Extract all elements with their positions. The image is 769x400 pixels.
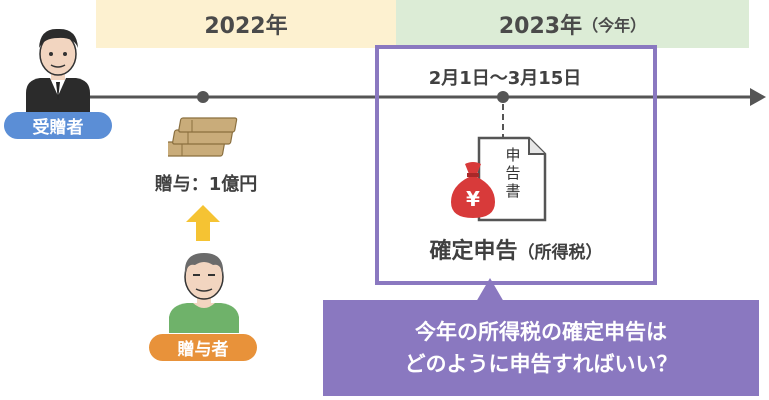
- year-2023-note: （今年）: [582, 16, 647, 35]
- document-char-3: 書: [505, 182, 521, 200]
- filing-title-main: 確定申告: [429, 239, 518, 264]
- elderly-man-icon: [169, 253, 239, 333]
- callout-line-1: 今年の所得税の確定申告は: [415, 320, 667, 344]
- document-char-1: 申: [505, 146, 521, 164]
- gift-amount-label: 贈与：1億円: [154, 174, 258, 195]
- money-bag-symbol: ¥: [466, 187, 480, 211]
- money-stack-icon: [168, 117, 238, 157]
- up-arrow-icon: [186, 205, 220, 241]
- filing-period-label: 2月1日～3月15日: [428, 68, 582, 89]
- callout-line-2: どのように申告すればいい？: [404, 352, 678, 376]
- document-text: 申 告 書: [502, 146, 524, 200]
- callout-pointer: [476, 278, 504, 302]
- filing-frame: [375, 45, 657, 285]
- timeline-arrowhead-icon: [750, 88, 766, 106]
- question-callout: 今年の所得税の確定申告は どのように申告すればいい？: [323, 300, 759, 396]
- year-band-2022: 2022年: [96, 0, 396, 48]
- giver-label-pill: 贈与者: [149, 334, 257, 361]
- money-bag-icon: [451, 162, 495, 218]
- filing-title-note: （所得税）: [517, 243, 603, 263]
- year-band-2023: 2023年（今年）: [396, 0, 749, 48]
- year-2023-label: 2023年: [498, 14, 583, 39]
- recipient-label-pill: 受贈者: [4, 112, 112, 139]
- filing-title: 確定申告（所得税）: [390, 233, 642, 265]
- document-char-2: 告: [505, 164, 521, 182]
- filing-date-marker: [497, 91, 509, 103]
- year-2022-label: 2022年: [204, 14, 288, 39]
- giver-label: 贈与者: [177, 340, 229, 360]
- recipient-label: 受贈者: [32, 118, 84, 138]
- gift-date-marker: [197, 91, 209, 103]
- businessman-icon: [26, 28, 90, 113]
